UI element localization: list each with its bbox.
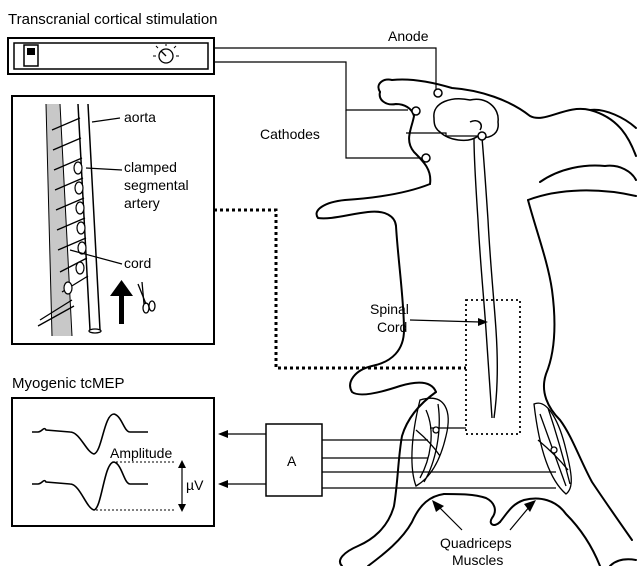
stimulator-device <box>8 38 214 74</box>
brain <box>434 99 498 141</box>
amplifier-label: A <box>287 453 297 469</box>
anode-electrode <box>434 89 442 97</box>
tcmep-panel: Amplitude µV <box>12 398 214 526</box>
quadriceps-label-line2: Muscles <box>452 552 503 566</box>
anode-label: Anode <box>388 28 429 44</box>
tcmep-title: Myogenic tcMEP <box>12 375 125 392</box>
cathode-electrode <box>412 107 420 115</box>
left-quadriceps <box>412 398 448 486</box>
stimulation-title: Transcranial cortical stimulation <box>8 11 218 28</box>
spinal-pointer-arrow <box>410 318 488 326</box>
artery-label: artery <box>124 195 160 211</box>
quadriceps-arrows <box>432 500 536 530</box>
spinal-label-line2: Cord <box>377 319 407 335</box>
aorta-label: aorta <box>124 109 156 125</box>
spinal-label-line1: Spinal <box>370 301 409 317</box>
microvolt-label: µV <box>186 477 204 493</box>
amplitude-label: Amplitude <box>110 445 172 461</box>
right-quadriceps <box>534 403 571 494</box>
signal-arrows <box>218 430 266 488</box>
spinal-cord <box>474 138 497 418</box>
aorta-inset: aorta clamped segmental artery cord <box>12 96 214 344</box>
stimulation-wires <box>214 48 478 158</box>
cathode-electrode <box>478 132 486 140</box>
switch-icon <box>24 45 38 66</box>
cathode-electrode <box>422 154 430 162</box>
cathodes-label: Cathodes <box>260 126 320 142</box>
pig-outline <box>317 79 636 566</box>
quadriceps-label-line1: Quadriceps <box>440 535 512 551</box>
cord-label: cord <box>124 255 151 271</box>
inset-connector <box>214 210 466 368</box>
segmental-label: segmental <box>124 177 189 193</box>
amplifier: A <box>266 424 322 496</box>
spinal-cord-region <box>466 300 520 434</box>
clamped-label: clamped <box>124 159 177 175</box>
